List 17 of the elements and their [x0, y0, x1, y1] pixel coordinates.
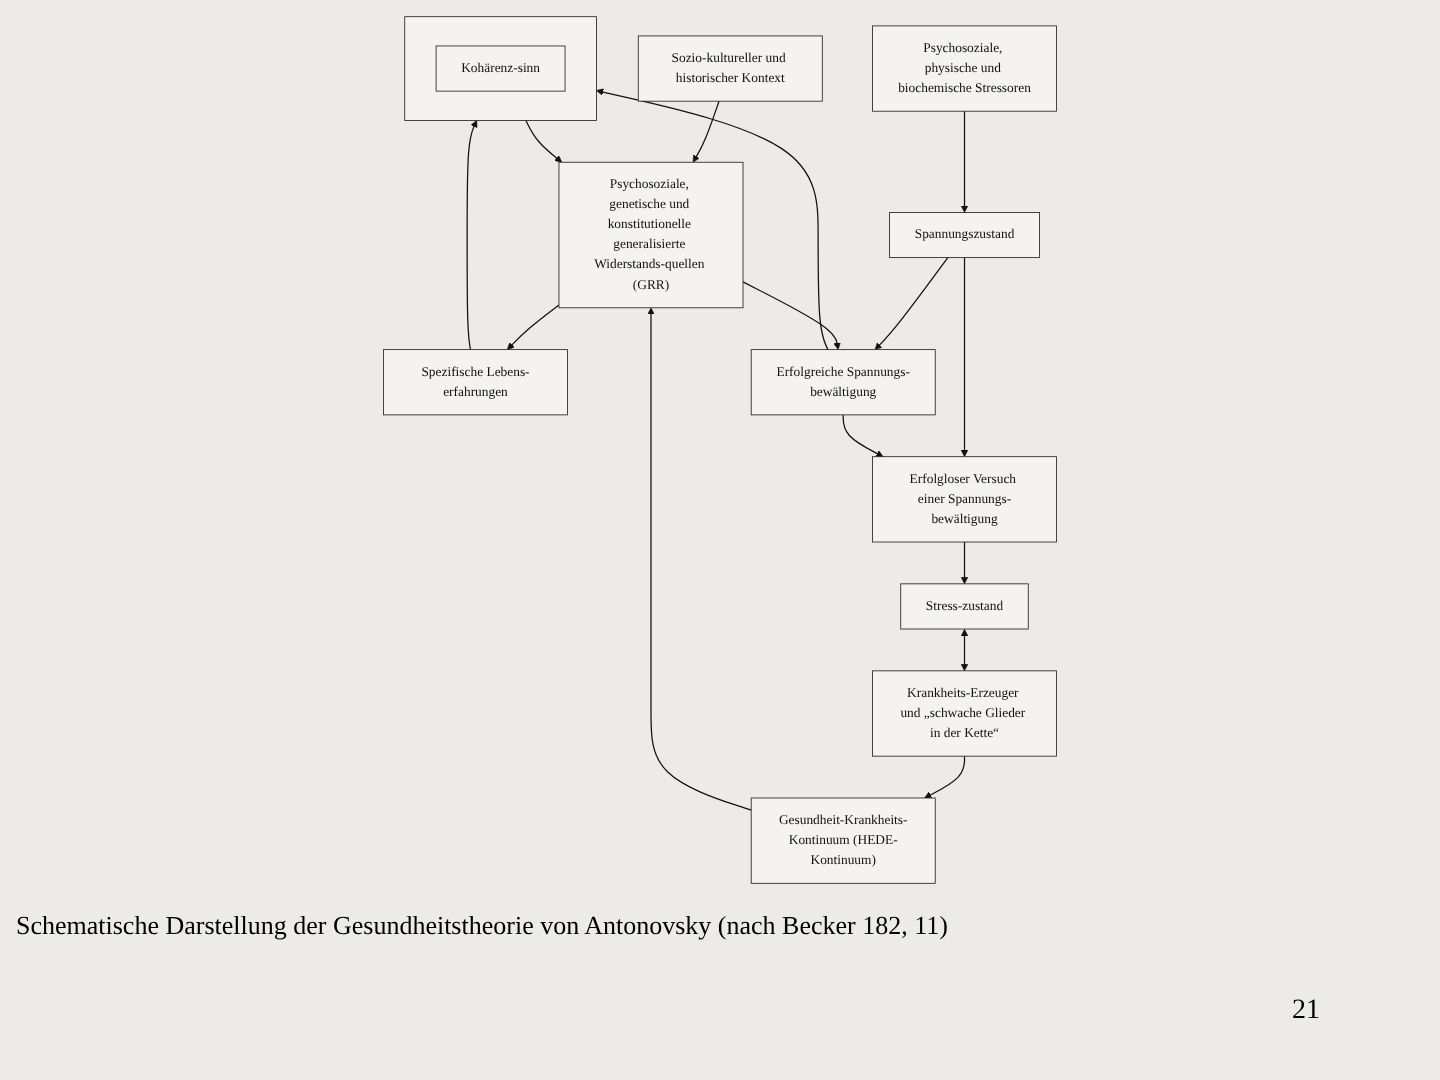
arrow: [647, 307, 752, 811]
arrow: [507, 304, 560, 350]
arrow: [596, 88, 829, 351]
arrow: [960, 256, 969, 458]
arrow: [742, 281, 841, 350]
arrow: [692, 100, 720, 163]
arrow: [924, 755, 966, 799]
page-number: 21: [1292, 996, 1320, 1026]
cluster: [404, 16, 597, 121]
arrow: [525, 119, 563, 163]
arrow: [960, 110, 969, 213]
caption: Schematische Darstellung der Gesundheitstheorie von Antonovsky (nach Becker 182, 11): [16, 910, 948, 942]
arrow: [960, 629, 969, 672]
arrow: [842, 414, 884, 458]
arrow: [960, 541, 969, 585]
arrow: [874, 256, 949, 350]
arrow: [466, 120, 478, 351]
